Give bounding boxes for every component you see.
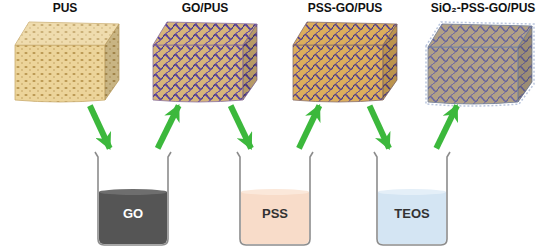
process-arrow bbox=[90, 106, 110, 149]
beaker-drawing bbox=[95, 152, 171, 245]
process-arrow bbox=[231, 106, 251, 149]
process-arrow bbox=[299, 106, 319, 149]
sponge-label-node: PUS bbox=[10, 2, 120, 102]
solution-label: PSS bbox=[262, 207, 288, 221]
solution-label: GO bbox=[123, 207, 143, 221]
beaker-drawing bbox=[237, 152, 313, 245]
sponge-drawing bbox=[293, 22, 397, 102]
sample-label: PUS bbox=[53, 2, 78, 15]
beaker-node: GO bbox=[98, 152, 168, 245]
beaker-drawing bbox=[374, 152, 450, 245]
process-arrow bbox=[370, 106, 390, 149]
beaker-node: TEOS bbox=[377, 152, 447, 245]
sponge-drawing bbox=[426, 22, 534, 106]
sponge-label-node: GO/PUS bbox=[145, 2, 265, 102]
sample-label: PSS-GO/PUS bbox=[308, 2, 383, 15]
solution-label: TEOS bbox=[394, 207, 429, 221]
process-arrow bbox=[436, 106, 457, 149]
sponge-label-node: PSS-GO/PUS bbox=[285, 2, 405, 102]
sponge-label-node: SiO₂-PSS-GO/PUS bbox=[420, 2, 546, 102]
sponge-drawing bbox=[15, 22, 119, 102]
sample-label: SiO₂-PSS-GO/PUS bbox=[431, 2, 536, 15]
sponge-drawing bbox=[153, 22, 257, 102]
sample-label: GO/PUS bbox=[182, 2, 229, 15]
process-arrow bbox=[158, 106, 179, 149]
beaker-node: PSS bbox=[240, 152, 310, 245]
